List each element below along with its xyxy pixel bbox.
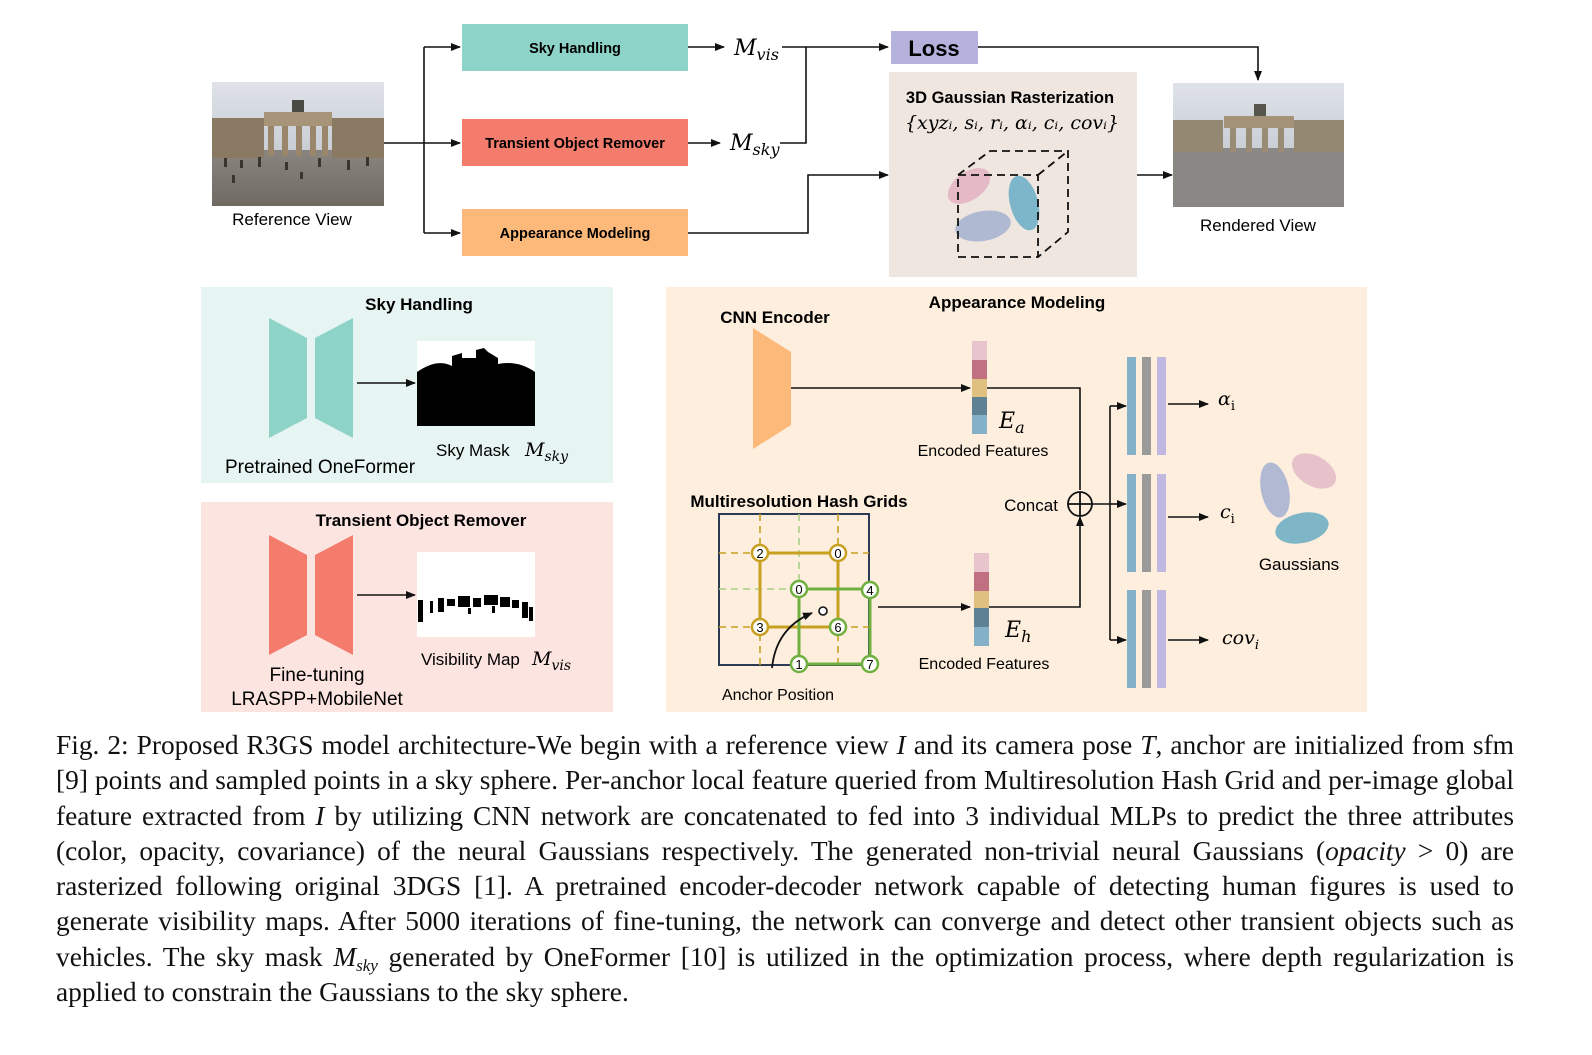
sky-handling-module: Sky Handling (462, 24, 688, 71)
mlp-covariance (1127, 590, 1166, 688)
hash-grids-label: Multiresolution Hash Grids (690, 492, 907, 511)
sky-panel-title: Sky Handling (365, 295, 473, 314)
ea-symbol: Ea (998, 409, 1025, 437)
mlp-alpha (1127, 357, 1166, 455)
transient-remover-module: Transient Object Remover (462, 119, 688, 166)
concat-label: Concat (1004, 496, 1058, 515)
gaussian-ellipse-teal (1008, 175, 1040, 231)
gaussian-pink (1291, 453, 1337, 489)
svg-text:7: 7 (866, 657, 873, 672)
module-output-arrows (688, 43, 889, 234)
encoded-features-h-label: Encoded Features (919, 656, 1050, 673)
transient-panel-title: Transient Object Remover (316, 511, 527, 530)
oneformer-encoder-shape (269, 318, 307, 438)
svg-text:4: 4 (866, 583, 873, 598)
reference-view-label: Reference View (232, 210, 352, 229)
m-vis-symbol: Mvis (733, 36, 779, 64)
appearance-modeling-panel: Appearance Modeling CNN Encoder Ea Encod… (666, 287, 1367, 712)
visibility-map-image (417, 552, 535, 637)
bounding-cube (957, 150, 1069, 258)
svg-text:0: 0 (834, 546, 841, 561)
reference-branch-arrows (384, 43, 461, 237)
sky-handling-module-label: Sky Handling (529, 41, 621, 57)
rasterization-params: {xyzᵢ, sᵢ, rᵢ, αᵢ, cᵢ, covᵢ} (905, 112, 1119, 134)
oneformer-label: Pretrained OneFormer (225, 457, 416, 478)
gaussian-ellipse-lavender (955, 210, 1011, 242)
transient-remover-panel: Transient Object Remover Fine-tuning LRA… (201, 502, 613, 712)
anchor-position-label: Anchor Position (722, 687, 834, 704)
fine-tuning-label: Fine-tuning (269, 665, 364, 686)
oneformer-decoder-shape (315, 318, 353, 438)
lraspp-label: LRASPP+MobileNet (231, 689, 403, 710)
gaussians-label: Gaussians (1259, 555, 1339, 574)
encoded-features-a-bar (972, 341, 987, 434)
svg-text:0: 0 (795, 582, 802, 597)
sky-mask-label: Sky Mask (436, 441, 510, 460)
svg-text:3: 3 (756, 620, 763, 635)
appearance-panel-title: Appearance Modeling (929, 293, 1106, 312)
appearance-modeling-module: Appearance Modeling (462, 209, 688, 256)
rendered-view-label: Rendered View (1200, 216, 1317, 235)
encoded-features-a-label: Encoded Features (918, 443, 1049, 460)
covariance-output: covi (1222, 627, 1259, 653)
sky-mask-image (417, 341, 535, 426)
concat-symbol (1067, 491, 1093, 517)
encoded-features-h-bar (974, 553, 989, 646)
architecture-diagram: Reference View Sky Handling Transient Ob… (201, 24, 1367, 712)
loss-label: Loss (908, 36, 959, 61)
lraspp-encoder-shape (269, 535, 307, 655)
cnn-encoder-label: CNN Encoder (720, 308, 830, 327)
svg-text:6: 6 (834, 620, 841, 635)
eh-symbol: Eh (1004, 618, 1031, 646)
m-sky-symbol: Msky (729, 131, 780, 159)
figure-caption: Fig. 2: Proposed R3GS model architecture… (56, 730, 1515, 1008)
visibility-map-symbol: Mvis (531, 648, 571, 674)
reference-view-image (212, 82, 384, 206)
features-h-to-concat (989, 516, 1084, 608)
anchor-point (818, 606, 828, 616)
mlp-color (1127, 474, 1166, 572)
gaussian-lavender (1260, 462, 1290, 518)
appearance-modeling-module-label: Appearance Modeling (500, 226, 651, 242)
transient-remover-module-label: Transient Object Remover (485, 136, 665, 152)
rasterization-box: 3D Gaussian Rasterization {xyzᵢ, sᵢ, rᵢ,… (889, 72, 1137, 277)
lraspp-decoder-shape (315, 535, 353, 655)
loss-arrow (978, 46, 1262, 81)
grid-corner-labels: 2 0 0 4 3 6 1 7 (750, 543, 880, 674)
rendered-view-image (1173, 83, 1344, 207)
figure-number: Fig. 2: (56, 730, 129, 760)
sky-handling-panel: Sky Handling Pretrained OneFormer Sky Ma… (201, 287, 613, 483)
cnn-encoder-shape (753, 328, 791, 449)
rasterization-title: 3D Gaussian Rasterization (906, 89, 1114, 107)
anchor-pointer-curve (771, 612, 813, 669)
gaussian-teal (1275, 512, 1329, 544)
mlp-output-arrows (1168, 400, 1209, 644)
color-output: ci (1220, 501, 1235, 527)
loss-box: Loss (891, 31, 978, 64)
alpha-output: αi (1218, 388, 1235, 414)
visibility-map-label: Visibility Map (421, 650, 520, 669)
svg-text:1: 1 (795, 657, 802, 672)
sky-mask-symbol: Msky (524, 439, 569, 465)
features-a-to-concat (987, 387, 1081, 490)
concat-to-mlp-arrows (1092, 402, 1127, 644)
svg-text:2: 2 (756, 546, 763, 561)
